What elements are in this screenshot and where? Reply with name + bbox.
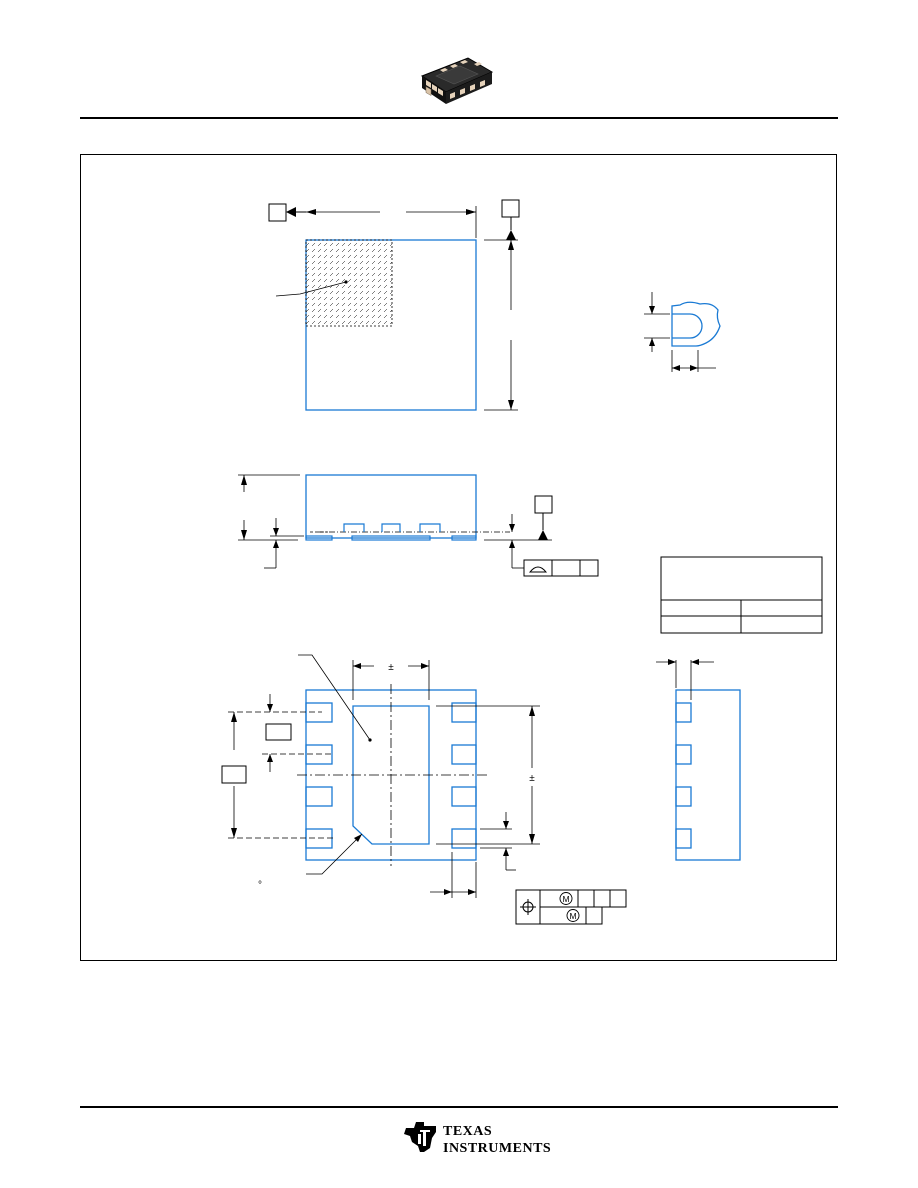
modifier-m-lower: M [569, 911, 576, 921]
brand-line-2: Instruments [443, 1141, 552, 1156]
datum-box-c [534, 495, 553, 514]
position-tolerance-icon: M M [515, 889, 627, 925]
exposed-thermal-pad [352, 705, 430, 845]
modifier-m-upper: M [562, 894, 569, 904]
plus-minus-right: ± [529, 773, 535, 784]
flatness-profile-icon [523, 559, 599, 577]
datum-box-a [268, 203, 287, 222]
pin1-index-area [305, 239, 393, 327]
package-3d-icon [420, 57, 494, 104]
footer-rule [80, 1106, 838, 1108]
plus-minus-top: ± [388, 662, 394, 673]
ti-logo-icon [404, 1122, 436, 1152]
datum-box-b [501, 199, 520, 218]
brand-line-1: Texas [443, 1124, 493, 1139]
bottom-view: ± ± [221, 654, 627, 925]
header-rule [80, 117, 838, 119]
dimension-table [660, 556, 823, 634]
basic-dim-box-pitch [265, 723, 292, 741]
basic-dim-box-left [221, 765, 247, 784]
detail-view [644, 292, 721, 372]
top-view [268, 199, 520, 411]
end-view [656, 659, 741, 861]
degree-symbol: ° [258, 880, 262, 891]
drawing-frame [80, 154, 837, 961]
side-view [238, 474, 599, 577]
